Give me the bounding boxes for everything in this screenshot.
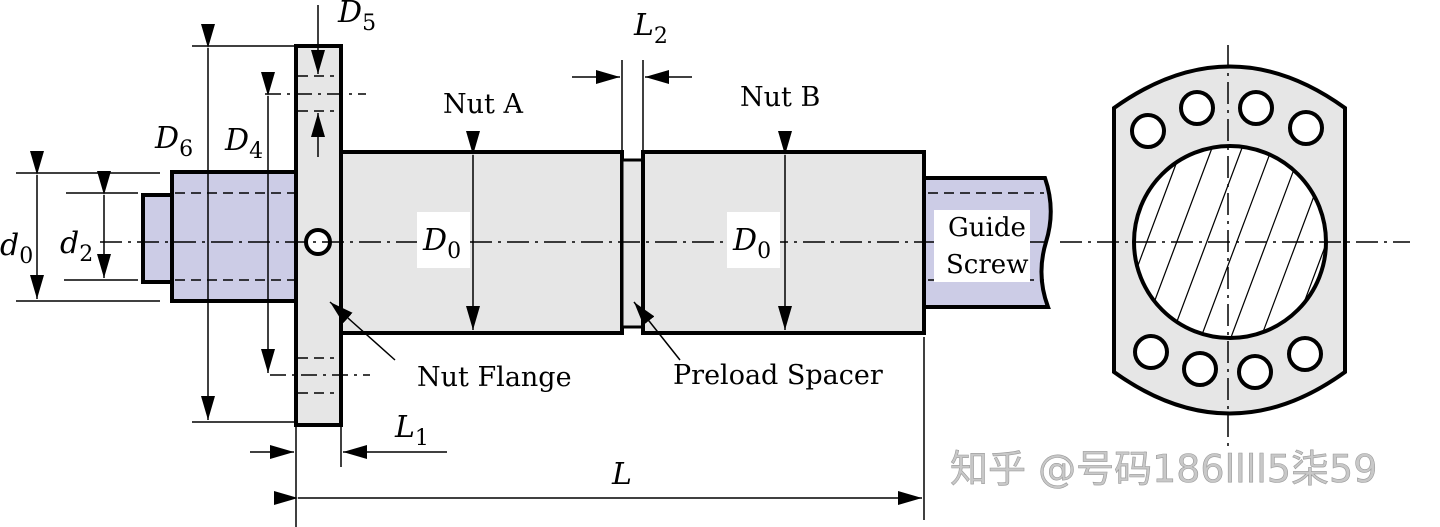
dimension-lines	[16, 5, 925, 527]
label-D0-nut-a: D0	[422, 223, 461, 264]
nut-hub	[141, 170, 298, 303]
flange-end-view	[1060, 45, 1410, 450]
preload-spacer	[620, 158, 645, 329]
label-preload-spacer: Preload Spacer	[673, 360, 883, 391]
watermark: 知乎 @号码186llll5柒59	[950, 447, 1377, 491]
label-screw: Screw	[946, 250, 1028, 280]
label-L: L	[611, 457, 632, 492]
label-nut-b: Nut B	[740, 82, 820, 113]
label-bg-guide-screw	[934, 210, 1030, 282]
label-D0-nut-b: D0	[732, 223, 771, 264]
label-nut-a: Nut A	[443, 89, 523, 120]
label-D6: D6	[154, 121, 193, 162]
label-bg-D0-b	[727, 212, 780, 268]
label-D4: D4	[224, 123, 263, 164]
label-d0: d0	[0, 228, 33, 269]
label-bg-D0-a	[417, 212, 470, 268]
label-d2: d2	[60, 226, 93, 267]
label-L2: L2	[633, 8, 668, 49]
nut-flange	[294, 44, 343, 427]
label-nut-flange: Nut Flange	[417, 362, 572, 393]
mounting-holes	[1130, 90, 1324, 390]
label-D5: D5	[337, 0, 376, 36]
label-L1: L1	[394, 410, 429, 451]
label-guide: Guide	[948, 213, 1026, 243]
